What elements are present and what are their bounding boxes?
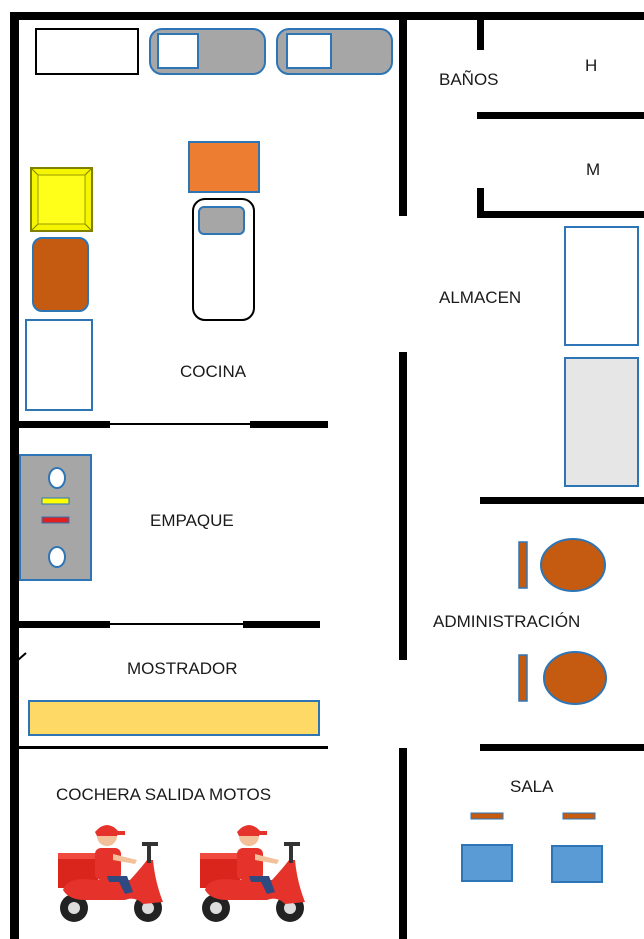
wall-admin-sala: [480, 744, 644, 751]
chair-icon: [461, 844, 513, 882]
wall-cocina-a: [14, 421, 110, 428]
wall-almacen-admin: [480, 497, 644, 504]
desk-icon: [543, 651, 607, 705]
room-label-mostrador: MOSTRADOR: [127, 659, 238, 678]
yellow-bar-icon: [41, 497, 70, 505]
wall-mostrador-line: [14, 746, 328, 749]
walls: [10, 12, 644, 939]
wall-bath-divider: [477, 112, 644, 119]
admin-furniture: [518, 538, 607, 705]
scooter-icon: [58, 825, 163, 922]
shelf-icon: [564, 226, 639, 346]
sala-furniture: [461, 812, 603, 883]
sink-basin: [286, 33, 332, 69]
prep-sink-icon: [198, 206, 245, 235]
circle-icon: [48, 467, 66, 489]
room-label-sala: SALA: [510, 777, 554, 796]
side-table-icon: [470, 812, 504, 820]
room-label-administracion: ADMINISTRACIÓN: [433, 612, 581, 631]
chair-icon: [518, 654, 528, 702]
chair-icon: [518, 541, 528, 589]
wall-empaque-b: [243, 621, 320, 628]
circle-icon: [48, 546, 66, 568]
door-mark: [17, 652, 27, 661]
scooter-icon: [200, 825, 305, 922]
wall-bath-bottom-stub: [477, 188, 484, 218]
wall-bath-stub: [477, 18, 484, 50]
counter-icon: [28, 700, 320, 736]
wall-empaque-thin: [110, 623, 243, 625]
wall-bath-bottom: [477, 211, 644, 218]
empaque-panel: [19, 454, 92, 581]
kitchen-fixtures: [25, 28, 393, 411]
room-label-cochera: COCHERA SALIDA MOTOS: [56, 785, 272, 804]
room-label-almacen: ALMACEN: [439, 288, 522, 307]
wall-top: [10, 12, 644, 20]
room-label-banos: BAÑOS: [439, 70, 499, 89]
room-label-hombres: H: [585, 56, 598, 75]
chair-icon: [551, 845, 603, 883]
wall-cocina-b: [250, 421, 328, 428]
shelf-icon: [564, 357, 639, 487]
hood-icon: [188, 141, 260, 193]
wall-empaque-a: [14, 621, 110, 628]
desk-icon: [540, 538, 606, 592]
wall-center-upper: [399, 12, 407, 216]
wall-cocina-thin: [110, 423, 250, 425]
fridge-icon: [25, 319, 93, 411]
room-label-mujeres: M: [586, 160, 601, 179]
wall-center-lower: [399, 748, 407, 939]
wall-center-mid: [399, 352, 407, 660]
table-icon: [35, 28, 139, 75]
sink-basin: [157, 33, 199, 69]
red-bar-icon: [41, 516, 70, 524]
room-label-empaque: EMPAQUE: [150, 511, 234, 530]
room-label-cocina: COCINA: [180, 362, 247, 381]
stove-icon: [30, 167, 93, 232]
side-table-icon: [562, 812, 596, 820]
oven-icon: [32, 237, 89, 312]
wall-left: [10, 12, 19, 939]
